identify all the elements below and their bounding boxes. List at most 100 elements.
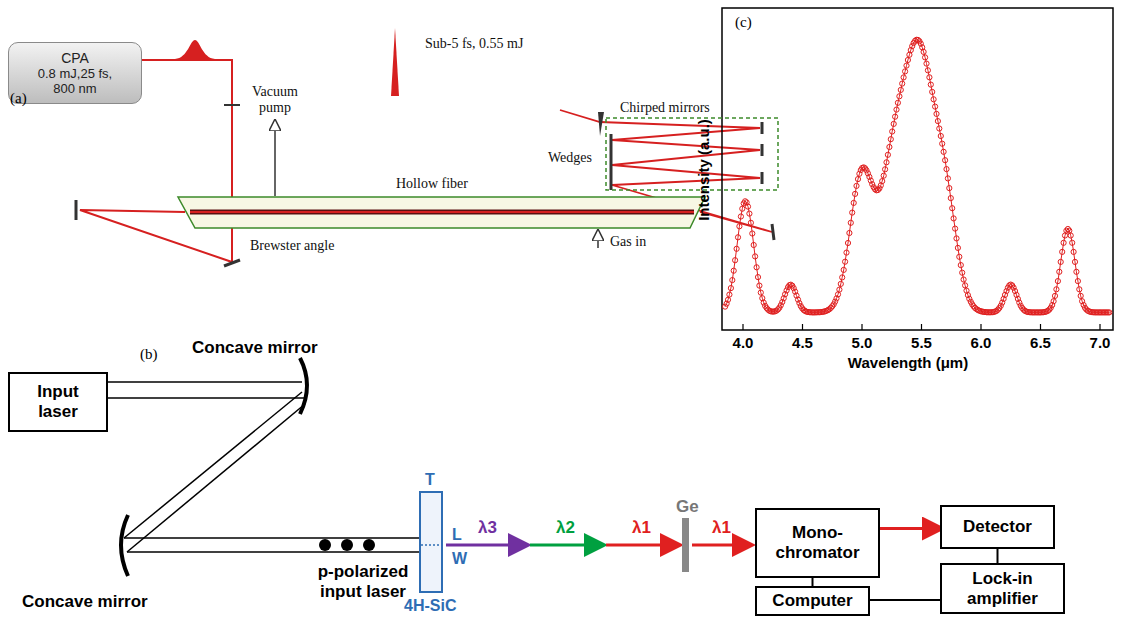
data-point [1011,285,1016,290]
axis-label: 5.5 [911,334,932,351]
cpa-node: CPA0.8 mJ,25 fs, 800 nm [8,42,142,104]
data-point [903,69,908,74]
data-point [833,299,838,304]
data-point [838,281,843,286]
data-point [961,277,966,282]
data-point [933,104,938,109]
axis-title: Intensity (a.u.) [695,119,712,221]
data-point [945,176,950,181]
wire [812,578,814,586]
data-point [963,283,968,288]
data-point [844,250,849,255]
data-point [898,87,903,92]
data-point [890,129,895,134]
data-point [1055,279,1060,284]
data-point [733,258,738,263]
data-point [1078,293,1083,298]
data-point [904,63,909,68]
data-point [937,126,942,131]
data-point [883,167,888,172]
process-box: Mono- chromator [755,508,880,578]
data-point [841,267,846,272]
data-point [750,231,755,236]
data-point [754,265,759,270]
data-point [948,196,953,201]
data-point [778,303,783,308]
crystal-label: 4H-SiC [404,597,456,615]
data-point [847,230,852,235]
data-point [1070,240,1075,245]
axis-label: 5.0 [852,334,873,351]
data-point [894,107,899,112]
data-point [957,254,962,259]
data-point [1075,279,1080,284]
data-point [893,114,898,119]
annotation: λ2 [556,518,575,538]
axis-label: Wavelength (μm) [848,354,968,371]
data-point [1051,299,1056,304]
axis-label: 7.0 [1090,334,1111,351]
axis-label: 6.0 [971,334,992,351]
data-point [941,149,946,154]
data-point [884,160,889,165]
annotation: (a) [10,90,27,107]
data-point [950,206,955,211]
data-point [921,49,926,54]
data-point [935,119,940,124]
data-point [930,89,935,94]
axis-label: 4.0 [733,334,754,351]
annotation: Vacuum pump [244,84,306,116]
data-point [843,259,848,264]
data-point [880,179,885,184]
data-point [901,75,906,80]
laser-spec: 0.8 mJ,25 fs, 800 nm [27,66,123,96]
data-point [955,245,960,250]
data-point [751,242,756,247]
chirp-node: Chirped mirrors [604,100,780,192]
data-point [954,236,959,241]
process-box: Lock-in amplifier [940,563,1065,614]
annotation: p-polarized input laser [302,562,424,602]
axis-tick [802,324,803,330]
data-point [758,290,763,295]
axis-tick [1040,324,1041,330]
data-point [1060,249,1065,254]
data-point [931,97,936,102]
data-point [910,44,915,49]
annotation: Wedges [548,150,592,166]
data-point [1054,287,1059,292]
data-point [740,206,745,211]
data-point [925,68,930,73]
data-point [734,246,739,251]
data-point [1004,288,1009,293]
crystal-label: T [425,471,435,489]
annotation: Gas in [610,234,646,250]
data-point [855,177,860,182]
crystal-label: W [452,550,467,568]
data-point [923,55,928,60]
axis-tick [1099,324,1100,330]
data-point [1074,269,1079,274]
data-point [761,300,766,305]
annotation: Ge [676,497,699,517]
data-point [938,133,943,138]
fiber-core [190,210,694,215]
data-point [998,303,1003,308]
data-point [727,292,732,297]
annotation: Brewster angle [250,238,334,254]
axis-tick [980,324,981,330]
data-point [947,186,952,191]
crystal [420,492,442,592]
fiber-housing [178,197,705,228]
process-box: Input laser [8,372,108,432]
annotation: λ1 [712,518,731,538]
data-point [895,100,900,105]
data-point [854,183,859,188]
annotation: Concave mirror [192,338,318,358]
data-point [850,210,855,215]
data-point [927,75,932,80]
data-point [897,94,902,99]
process-box: Detector [940,505,1055,549]
data-point [1057,269,1062,274]
data-point [1107,310,1112,315]
